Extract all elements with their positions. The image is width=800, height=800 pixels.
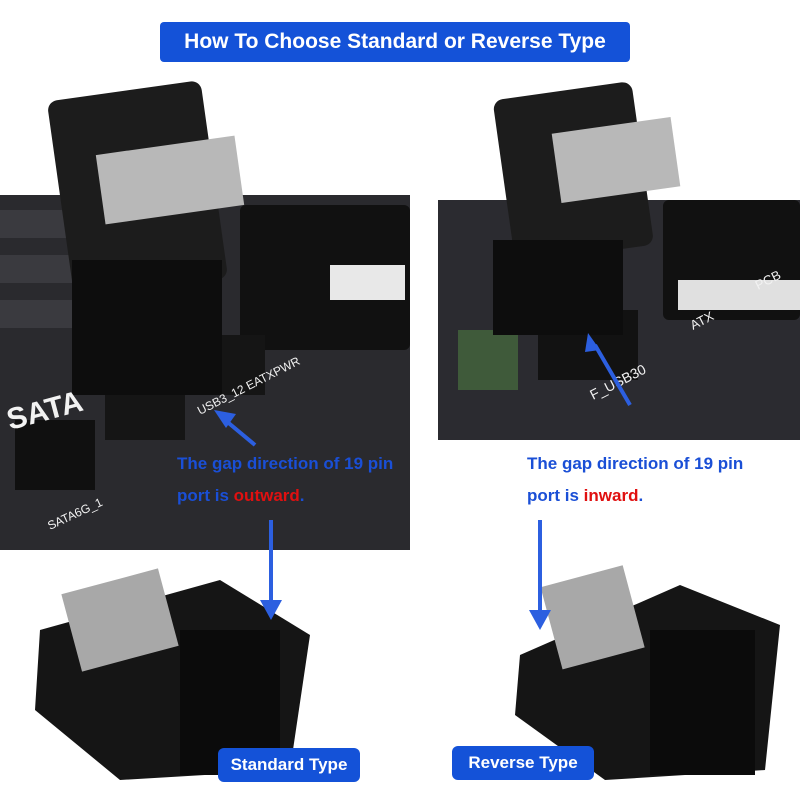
- reverse-adapter-photo: [515, 565, 780, 780]
- left-caption-line2: port is outward.: [177, 480, 393, 512]
- left-motherboard-photo: SATA USB3_12 EATXPWR SATA6G_1: [0, 81, 410, 550]
- right-gap-arrow: [593, 343, 632, 407]
- left-caption-prefix: port is: [177, 486, 234, 505]
- title-banner: How To Choose Standard or Reverse Type: [160, 22, 630, 62]
- standard-adapter-photo: [35, 568, 310, 780]
- title-text: How To Choose Standard or Reverse Type: [184, 30, 606, 53]
- right-caption-suffix: .: [638, 486, 644, 505]
- right-caption-prefix: port is: [527, 486, 584, 505]
- reverse-type-label: Reverse Type: [468, 753, 578, 772]
- left-gap-arrow: [223, 418, 257, 447]
- left-caption: The gap direction of 19 pin port is outw…: [177, 448, 393, 512]
- left-caption-accent: outward: [233, 486, 300, 505]
- standard-type-tag: Standard Type: [218, 748, 360, 782]
- right-down-arrow-head: [529, 610, 551, 630]
- right-motherboard-photo: F_USB30 ATX PCB: [438, 82, 800, 440]
- standard-type-label: Standard Type: [230, 755, 348, 774]
- left-down-arrow-head: [260, 600, 282, 620]
- left-gap-arrow-head: [214, 410, 236, 428]
- right-caption: The gap direction of 19 pin port is inwa…: [527, 448, 743, 512]
- right-caption-line1: The gap direction of 19 pin: [527, 454, 744, 473]
- right-caption-line2: port is inward.: [527, 480, 743, 512]
- right-gap-arrow-head: [585, 333, 600, 352]
- right-caption-accent: inward: [583, 486, 639, 505]
- left-caption-suffix: .: [299, 486, 305, 505]
- reverse-type-tag: Reverse Type: [452, 746, 594, 780]
- left-caption-line1: The gap direction of 19 pin: [177, 454, 394, 473]
